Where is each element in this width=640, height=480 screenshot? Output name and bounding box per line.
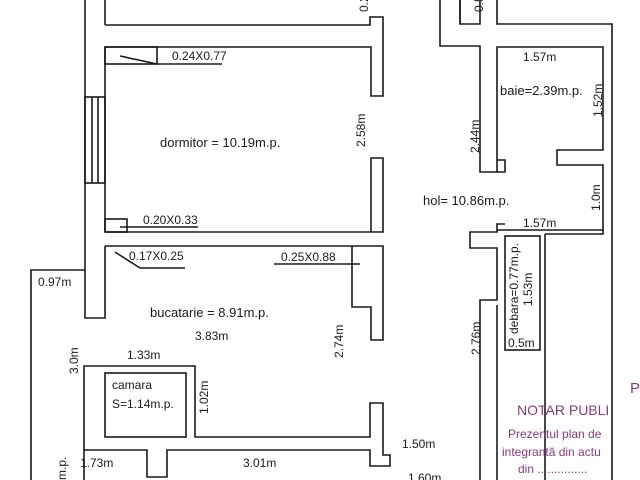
opening-label: 0.17X0.25 [129,249,184,263]
opening-label: 0.25X0.88 [281,250,336,264]
dimension-label: 0.5m [508,336,535,350]
dimension-label: 1.73m [80,456,113,470]
opening-label: 0.24X0.77 [172,49,227,63]
dimension-label: 1.57m [523,50,556,64]
opening-label: 0.20X0.33 [143,213,198,227]
stamp-line: Prezentul plan de [508,427,602,441]
dimension-label: 1.60m [408,471,441,480]
dimension-label: 3.0m [67,347,81,374]
dimension-label: 1.53m [521,273,535,306]
dimension-label: 1.33m [127,348,160,362]
dimension-label: 2.58m [354,114,368,147]
stamp-line: din ............... [518,462,587,476]
room-bucatarie: bucatarie = 8.91m.p. [150,305,269,320]
stamp-title: NOTAR PUBLI [517,402,609,418]
dimension-label: 0.97m [38,275,71,289]
dimension-label: 3.01m [243,456,276,470]
dimension-label: 1.0m [589,184,603,211]
dimension-label: 0.5 [472,0,486,12]
room-camara-name: camara [112,378,152,392]
dimension-label: 3.83m [195,329,228,343]
walls [30,0,613,480]
opening-labels: 0.24X0.77 0.20X0.33 0.17X0.25 0.25X0.88 [129,49,336,264]
dimension-label: 2.76m [469,322,483,355]
room-left-partial: m.p. [55,457,69,480]
room-camara-area: S=1.14m.p. [112,397,174,411]
dimension-label: 1.57m [523,216,556,230]
stamp-line: integrantă din actu [502,445,601,459]
dimension-label: 0.2 [357,0,371,12]
dimension-label: 2.74m [332,325,346,358]
dimension-labels: 2.58m 2.44m 1.57m 1.52m 1.0m 1.57m 1.53m… [38,0,605,480]
window [84,96,106,184]
dimension-label: 1.02m [197,381,211,414]
room-baie: baie=2.39m.p. [500,83,583,98]
room-debara: debara=0.77m.p. [507,243,521,334]
room-labels: dormitor = 10.19m.p. baie=2.39m.p. bucat… [55,83,583,480]
notary-stamp: P NOTAR PUBLI Prezentul plan de integran… [502,380,640,476]
room-dormitor: dormitor = 10.19m.p. [160,135,280,150]
dimension-label: 1.52m [591,84,605,117]
dimension-label: 1.50m [402,437,435,451]
room-hol: hol= 10.86m.p. [423,193,509,208]
stamp-letter: P [630,380,640,397]
dimension-label: 2.44m [468,120,482,153]
